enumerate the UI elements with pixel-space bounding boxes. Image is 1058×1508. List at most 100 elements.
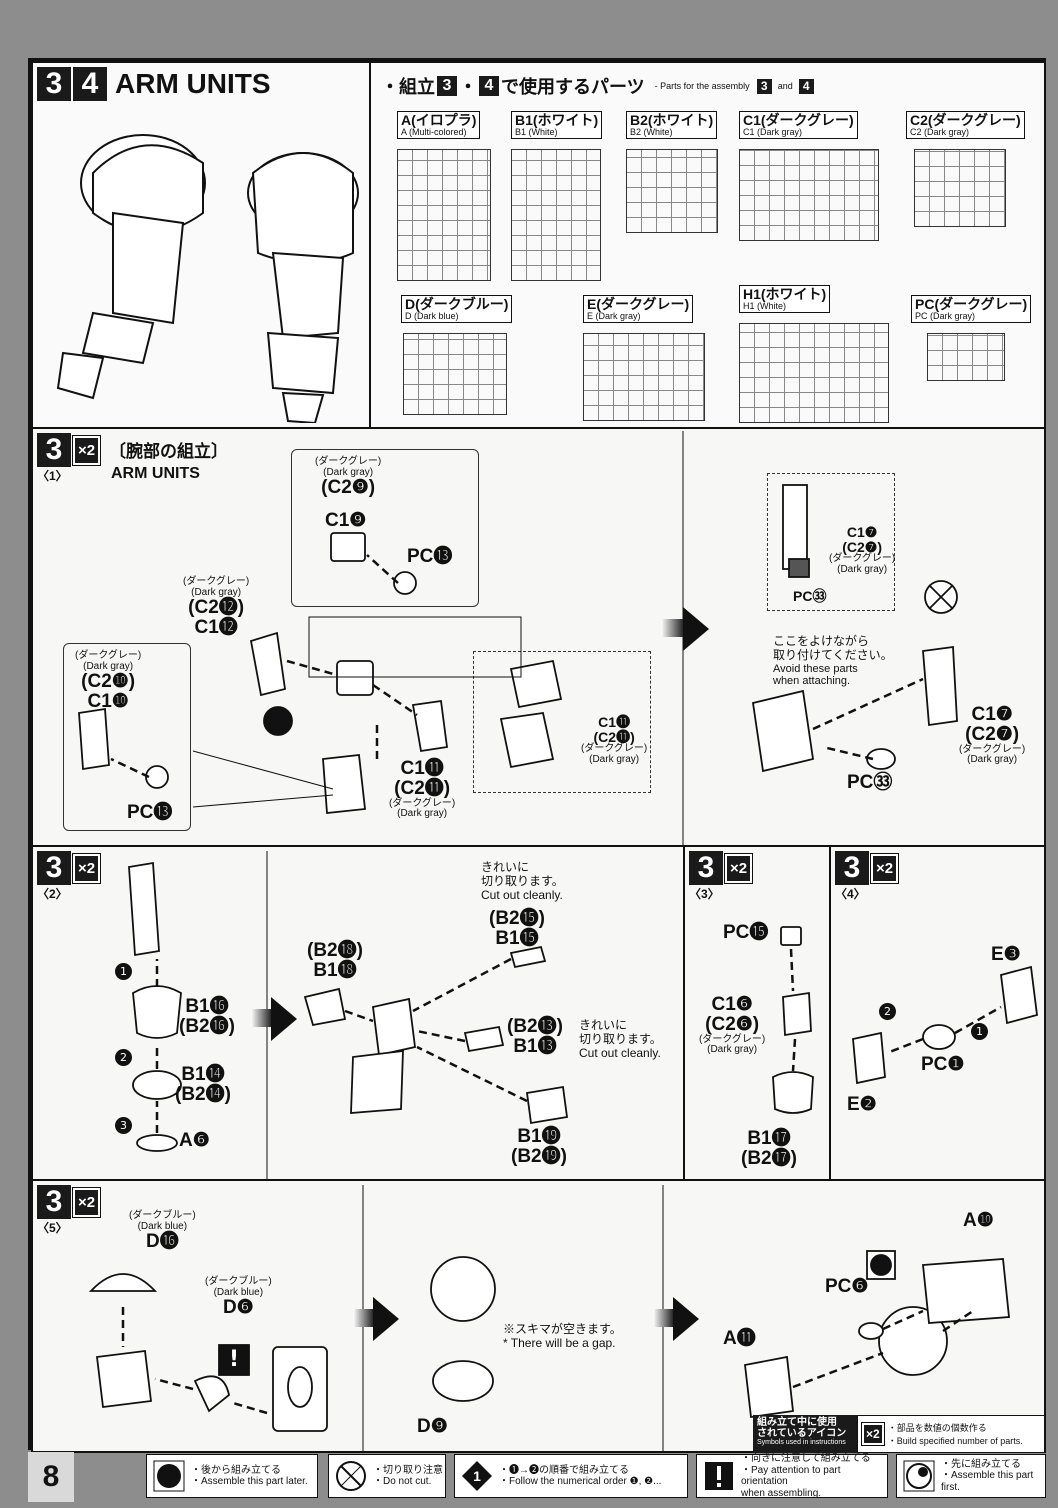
runner-c1: C1(ダークグレー)C1 (Dark gray) bbox=[739, 111, 879, 241]
runner-h1-en: H1 (White) bbox=[743, 300, 787, 311]
step-3-2-parts-drawing bbox=[128, 851, 569, 1179]
label-e-2: E❷ bbox=[847, 1094, 877, 1115]
parts-heading-mid: ・ bbox=[459, 77, 477, 97]
runner-b1: B1(ホワイト)B1 (White) bbox=[511, 111, 603, 281]
label-b1-16: B1⓰(B2⓰) bbox=[179, 996, 235, 1037]
runner-a-jp: A(イロプラ) bbox=[401, 112, 477, 128]
avoid-note-jp: ここをよけながら 取り付けてください。 bbox=[773, 634, 893, 662]
runner-pc-en: PC (Dark gray) bbox=[915, 310, 976, 321]
legend-numerical-order-jp: ・❶→❷の順番で組み立てる bbox=[499, 1464, 629, 1476]
legend-x2-en: ・Build specified number of parts. bbox=[887, 1436, 1023, 1446]
legend-orientation: ・向きに注意して組み立てる・Pay attention to part orie… bbox=[696, 1453, 888, 1499]
runner-pc: PC(ダークグレー)PC (Dark gray) bbox=[911, 295, 1032, 381]
label-pc-1: PC❶ bbox=[921, 1054, 965, 1075]
label-c1-7-detail: C1❼(C2❼)(ダークグレー)(Dark gray) bbox=[829, 524, 896, 575]
label-c1-6: C1❻(C2❻)(ダークグレー)(Dark gray) bbox=[699, 994, 766, 1056]
parts-heading-en-step-3: 3 bbox=[756, 78, 772, 94]
legend-do-not-cut-jp: ・切り取り注意 bbox=[373, 1464, 443, 1476]
step-3-3-number: 3 bbox=[689, 851, 723, 885]
step-3-3-parts-drawing bbox=[772, 926, 814, 1114]
label-b1-14: B1⓮(B2⓮) bbox=[175, 1064, 231, 1105]
detail-c1-11 bbox=[473, 651, 651, 793]
step-3-3-panel: 3 ×2 〈3〉 PC⓯ C1❻(C2❻)(ダークグレー)(Dark gray)… bbox=[683, 845, 831, 1181]
order-marker-1: 1 bbox=[115, 963, 132, 980]
parts-used-heading: ・組立 3 ・ 4 で使用するパーツ - Parts for the assem… bbox=[381, 73, 817, 99]
caution-icon: ! bbox=[228, 1347, 240, 1372]
step-3-5-number: 3 bbox=[37, 1185, 71, 1219]
step-3-1-flow-arrow-stem bbox=[661, 619, 685, 637]
label-pc-13-left: PC⓭ bbox=[127, 802, 173, 823]
label-pc-6: PC❻ bbox=[825, 1276, 869, 1297]
label-e-3: E❸ bbox=[991, 944, 1021, 965]
legend-assemble-later-jp: ・後から組み立てる bbox=[191, 1464, 281, 1476]
step-3-1-number: 3 bbox=[37, 433, 71, 467]
runner-d-jp: D(ダークブルー) bbox=[405, 296, 509, 312]
step-3-4-sub: 〈4〉 bbox=[835, 887, 866, 901]
runner-a-en: A (Multi-colored) bbox=[401, 126, 467, 137]
step-3-2-sub: 〈2〉 bbox=[37, 887, 68, 901]
runner-b1-en: B1 (White) bbox=[515, 126, 558, 137]
runner-b1-sprue bbox=[511, 149, 601, 281]
gap-note: ※スキマが空きます。 * There will be a gap. bbox=[503, 1322, 622, 1351]
label-c1-7: C1❼(C2❼)(ダークグレー)(Dark gray) bbox=[959, 704, 1026, 766]
runner-c1-jp: C1(ダークグレー) bbox=[743, 112, 854, 128]
legend-orientation-en: ・Pay attention to part orientation when … bbox=[741, 1464, 841, 1499]
runner-b2-en: B2 (White) bbox=[630, 126, 673, 137]
step-3-5-sub: 〈5〉 bbox=[37, 1221, 68, 1235]
runner-a-sprue bbox=[397, 149, 491, 281]
step-3-2-number: 3 bbox=[37, 851, 71, 885]
label-a-11: A⓫ bbox=[723, 1328, 756, 1349]
label-c2-9: (ダークグレー)(Dark gray)(C2❾) bbox=[315, 456, 382, 498]
step-3-2-flow-arrow-stem bbox=[251, 1009, 273, 1027]
order-marker-4-1: 1 bbox=[971, 1023, 988, 1040]
runner-c2-en: C2 (Dark gray) bbox=[910, 126, 970, 137]
step-3-3-sub: 〈3〉 bbox=[689, 887, 720, 901]
legend-do-not-cut: ・切り取り注意・Do not cut. bbox=[328, 1454, 446, 1498]
legend-x2-jp: ・部品を数値の個数作る bbox=[887, 1423, 987, 1433]
legend-assemble-first: ・先に組み立てる・Assemble this part first. bbox=[896, 1454, 1046, 1498]
gap-note-jp: ※スキマが空きます。 bbox=[503, 1322, 622, 1336]
label-b2-15: (B2⓯)B1⓯ bbox=[489, 908, 545, 949]
step-number-3: 3 bbox=[37, 67, 71, 101]
legend-assemble-first-jp: ・先に組み立てる bbox=[941, 1458, 1021, 1470]
runner-pc-sprue bbox=[927, 333, 1005, 381]
cut-note-side-en: Cut out cleanly. bbox=[579, 1045, 661, 1060]
step-3-1-panel: 3 ×2 〈1〉 〔腕部の組立〕 ARM UNITS (ダークグレー)(Dark… bbox=[31, 427, 1046, 847]
cut-note-top: きれいに 切り取ります。 Cut out cleanly. bbox=[481, 860, 564, 902]
runner-b1-jp: B1(ホワイト) bbox=[515, 112, 599, 128]
runner-d-en: D (Dark blue) bbox=[405, 310, 459, 321]
runner-a: A(イロプラ)A (Multi-colored) bbox=[397, 111, 491, 281]
cut-note-side: きれいに 切り取ります。 Cut out cleanly. bbox=[579, 1018, 662, 1060]
legend-assemble-later-en: ・Assemble this part later. bbox=[191, 1476, 308, 1487]
step-3-1-title-en: ARM UNITS bbox=[111, 465, 200, 482]
runner-e-en: E (Dark gray) bbox=[587, 310, 641, 321]
label-pc-15: PC⓯ bbox=[723, 922, 769, 943]
label-a-6: A❻ bbox=[179, 1130, 210, 1151]
step-3-1-flow-arrow bbox=[683, 607, 709, 651]
svg-text:1: 1 bbox=[473, 1468, 481, 1484]
avoid-note: ここをよけながら 取り付けてください。 Avoid these parts wh… bbox=[773, 634, 893, 688]
legend-x2-badge: ×2 bbox=[861, 1422, 885, 1446]
label-b1-19: B1⓳(B2⓳) bbox=[511, 1126, 567, 1167]
step-3-4-panel: 3 ×2 〈4〉 1 2 E❸ PC❶ E❷ bbox=[829, 845, 1046, 1181]
gap-note-en: * There will be a gap. bbox=[503, 1335, 616, 1350]
label-c1-11-detail: C1⓫(C2⓫)(ダークグレー)(Dark gray) bbox=[581, 714, 648, 765]
legend-assemble-first-en: ・Assemble this part first. bbox=[941, 1470, 1034, 1493]
parts-used-panel: ・組立 3 ・ 4 で使用するパーツ - Parts for the assem… bbox=[369, 61, 1046, 429]
parts-heading-en: - Parts for the assembly bbox=[654, 81, 750, 91]
label-c2-12: (ダークグレー)(Dark gray)(C2⓬)C1⓬ bbox=[183, 576, 250, 638]
parts-heading-en-and: and bbox=[777, 81, 793, 91]
step-3-5-parts-drawing bbox=[88, 1185, 1010, 1451]
step-3-2-flow-arrow bbox=[271, 997, 297, 1041]
label-c1-9: C1❾ bbox=[325, 510, 367, 531]
step-3-1-parts-drawing bbox=[78, 431, 958, 847]
legend-orientation-jp: ・向きに注意して組み立てる bbox=[741, 1453, 871, 1464]
legend-do-not-cut-en: ・Do not cut. bbox=[373, 1476, 432, 1487]
order-marker-2: 2 bbox=[115, 1049, 132, 1066]
runner-pc-jp: PC(ダークグレー) bbox=[915, 296, 1028, 312]
legend-title: 組み立て中に使用 されているアイコン Symbols used in instr… bbox=[753, 1415, 857, 1453]
order-marker-3: 3 bbox=[115, 1117, 132, 1134]
label-a-10: A❿ bbox=[963, 1210, 994, 1231]
legend-numerical-order: 1 ・❶→❷の順番で組み立てる・Follow the numerical ord… bbox=[454, 1454, 688, 1498]
runner-c2-jp: C2(ダークグレー) bbox=[910, 112, 1021, 128]
